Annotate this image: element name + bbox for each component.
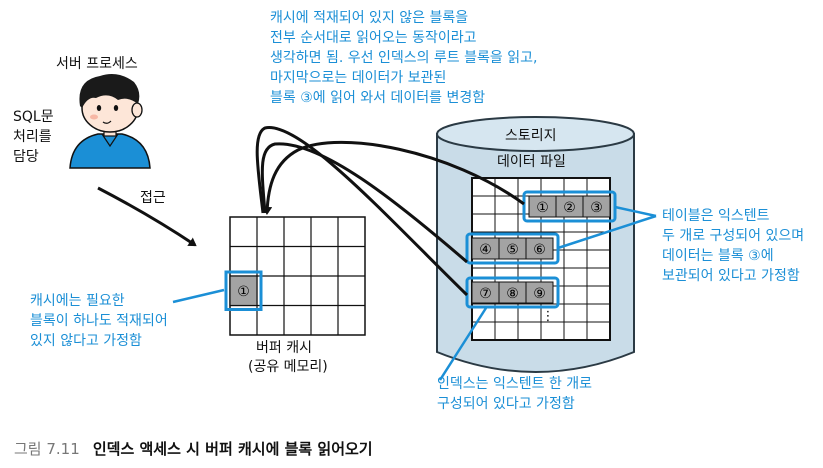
access-arrow <box>97 186 197 247</box>
block-9-label: ⑨ <box>533 286 546 302</box>
figure-caption: 그림 7.11 인덱스 액세스 시 버퍼 캐시에 블록 읽어오기 <box>14 438 373 459</box>
block-8-label: ⑧ <box>506 286 519 302</box>
storage-title: 스토리지 <box>505 128 557 144</box>
top-note-line-4: 마지막으로는 데이터가 보관된 <box>270 70 447 86</box>
access-label: 접근 <box>140 190 166 206</box>
block-5-label: ⑤ <box>506 242 519 258</box>
data-file-label: 데이터 파일 <box>497 154 566 170</box>
block-3-label: ③ <box>590 200 603 216</box>
block-4-label: ④ <box>479 242 492 258</box>
server-role-line-3: 담당 <box>13 149 39 165</box>
callout-lines <box>172 205 657 381</box>
top-note-line-3: 생각하면 됨. 우선 인덱스의 루트 블록을 읽고, <box>270 50 538 66</box>
cache-note-line-2: 블록이 하나도 적재되어 <box>30 313 168 329</box>
table-extent-2 <box>465 232 560 265</box>
index-note-line-1: 인덱스는 익스텐트 한 개로 <box>437 376 593 392</box>
index-extent <box>465 276 560 309</box>
block-2-label: ② <box>563 200 576 216</box>
buffer-cache-label: 버퍼 캐시 <box>256 340 312 356</box>
server-role-line-2: 처리를 <box>13 129 52 145</box>
top-note-line-2: 전부 순서대로 읽어오는 동작이라고 <box>270 30 477 46</box>
figure-number: 그림 7.11 <box>14 440 80 458</box>
buffer-block-1 <box>229 275 258 307</box>
table-note-line-1: 테이블은 익스텐트 <box>662 208 770 224</box>
table-extent-1 <box>522 190 617 223</box>
top-note-line-5: 블록 ③에 읽어 와서 데이터를 변경함 <box>270 90 486 106</box>
table-note-line-3: 데이터는 블록 ③에 <box>662 248 774 264</box>
cache-note-line-1: 캐시에는 필요한 <box>30 293 125 309</box>
cache-note-line-3: 있지 않다고 가정함 <box>30 333 142 349</box>
table-note-line-2: 두 개로 구성되어 있으며 <box>662 228 805 244</box>
buffer-block-label: ① <box>237 284 250 300</box>
server-process-title: 서버 프로세스 <box>56 56 138 72</box>
block-7-label: ⑦ <box>479 286 492 302</box>
table-note-line-4: 보관되어 있다고 가정함 <box>662 268 800 284</box>
read-arrows <box>255 126 525 297</box>
server-role-line-1: SQL문 <box>13 109 54 125</box>
figure-title: 인덱스 액세스 시 버퍼 캐시에 블록 읽어오기 <box>92 440 373 458</box>
index-note-line-2: 구성되어 있다고 가정함 <box>437 396 575 412</box>
server-process-person-icon <box>69 74 151 169</box>
block-1-label: ① <box>536 200 549 216</box>
grid-ellipsis: ⋮ <box>542 309 555 324</box>
buffer-block-highlight <box>224 270 263 311</box>
buffer-cache-sublabel: (공유 메모리) <box>248 359 328 375</box>
block-6-label: ⑥ <box>533 242 546 258</box>
buffer-cache-grid <box>224 216 366 336</box>
top-note-line-1: 캐시에 적재되어 있지 않은 블록을 <box>270 10 469 26</box>
